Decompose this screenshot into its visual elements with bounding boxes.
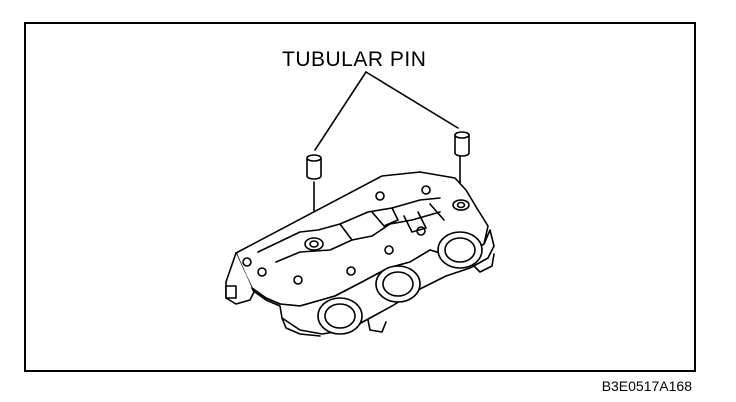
figure-code: B3E0517A168 bbox=[601, 378, 692, 394]
tubular-pin-left bbox=[306, 154, 322, 180]
tubular-pin-label: TUBULAR PIN bbox=[282, 48, 427, 71]
cylinder-head bbox=[225, 171, 495, 337]
figure-frame bbox=[24, 22, 696, 372]
tubular-pin-right bbox=[454, 131, 470, 157]
